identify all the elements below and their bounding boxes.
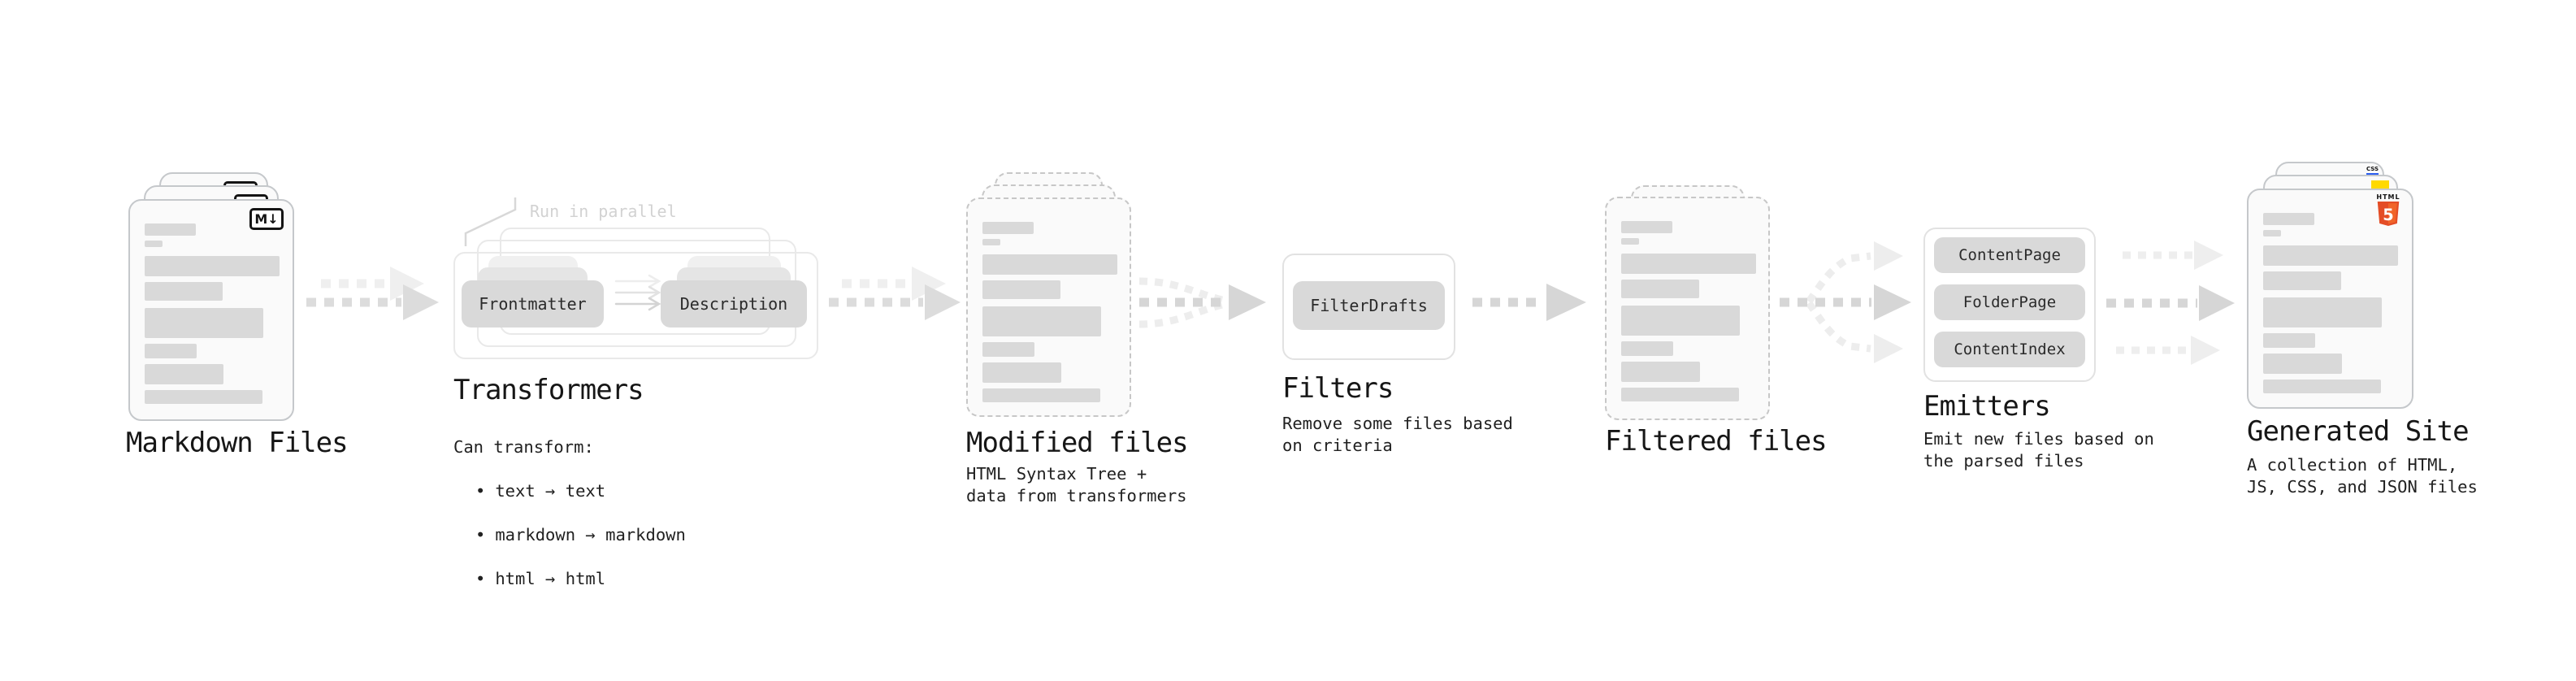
html-doc-front: HTML 5 xyxy=(2247,189,2413,409)
doc-bar xyxy=(1621,238,1639,245)
doc-bar xyxy=(982,222,1034,234)
contentpage-box: ContentPage xyxy=(1934,237,2085,273)
bullet-icon: • xyxy=(475,525,486,544)
frontmatter-box: Frontmatter xyxy=(462,280,604,327)
doc-bar xyxy=(2263,297,2382,327)
arrow-modified-to-filters xyxy=(1138,277,1266,328)
arrow-filters-to-filtered xyxy=(1472,284,1586,321)
html5-shield: 5 xyxy=(2377,202,2400,226)
doc-content-placeholder xyxy=(145,223,283,404)
doc-bar xyxy=(145,390,262,404)
bullet-text: text → text xyxy=(495,481,606,501)
arrow-emitters-to-site xyxy=(2106,241,2235,365)
arrow-markdown-to-transformers xyxy=(306,267,439,320)
doc-bar xyxy=(145,344,197,358)
doc-bar xyxy=(145,241,163,247)
css-icon: CSS xyxy=(2366,166,2379,176)
arrow-filtered-to-emitters xyxy=(1780,241,1911,363)
markdown-files-title: Markdown Files xyxy=(126,427,349,459)
doc-bar xyxy=(1621,341,1673,356)
transformers-title: Transformers xyxy=(453,374,644,406)
doc-bar xyxy=(2263,245,2398,266)
doc-bar xyxy=(1621,306,1740,336)
transform-bullet: • html → html xyxy=(453,568,686,590)
doc-bar xyxy=(1621,388,1739,401)
doc-bar xyxy=(1621,362,1700,382)
markdown-icon: M↓ xyxy=(249,208,284,230)
doc-bar xyxy=(145,256,280,276)
doc-content-placeholder xyxy=(982,222,1121,402)
folderpage-box: FolderPage xyxy=(1934,284,2085,320)
filters-title: Filters xyxy=(1282,372,1394,405)
doc-bar xyxy=(982,254,1117,275)
svg-text:5: 5 xyxy=(2383,206,2393,224)
emitters-description: Emit new files based on the parsed files xyxy=(1923,429,2154,471)
doc-bar xyxy=(145,364,223,384)
doc-bar xyxy=(982,306,1101,336)
doc-bar xyxy=(145,308,263,338)
filters-description: Remove some files based on criteria xyxy=(1282,414,1513,455)
doc-bar xyxy=(1621,280,1699,298)
doc-bar xyxy=(145,223,196,236)
doc-content-placeholder xyxy=(2263,213,2401,393)
transform-bullet: • markdown → markdown xyxy=(453,524,686,546)
transformers-description: Can transform: • text → text • markdown → … xyxy=(453,414,686,612)
doc-bar xyxy=(982,388,1100,402)
doc-bar xyxy=(982,239,1000,245)
markdown-doc-front: M↓ xyxy=(128,199,294,421)
html5-icon: HTML 5 xyxy=(2374,193,2402,230)
doc-bar xyxy=(1621,254,1756,274)
doc-content-placeholder xyxy=(1621,221,1759,401)
contentindex-box: ContentIndex xyxy=(1934,332,2085,367)
filtered-files-title: Filtered files xyxy=(1605,425,1828,458)
doc-bar xyxy=(2263,354,2342,374)
transformer-card-front xyxy=(453,252,818,359)
doc-bar xyxy=(982,362,1061,383)
run-in-parallel-note: Run in parallel xyxy=(530,202,677,221)
bullet-text: html → html xyxy=(495,569,606,588)
doc-bar xyxy=(2263,213,2314,225)
bullet-icon: • xyxy=(475,481,486,501)
doc-bar xyxy=(982,342,1034,357)
description-box: Description xyxy=(661,280,807,327)
doc-bar xyxy=(2263,380,2381,393)
bullet-text: markdown → markdown xyxy=(495,525,686,544)
emitters-title: Emitters xyxy=(1923,390,2051,423)
bullet-icon: • xyxy=(475,569,486,588)
doc-bar xyxy=(145,282,223,301)
html5-word: HTML xyxy=(2376,193,2400,201)
modified-files-description: HTML Syntax Tree + data from transformer… xyxy=(966,464,1187,505)
doc-bar xyxy=(1621,221,1672,233)
filtered-doc-front xyxy=(1605,197,1770,420)
doc-bar xyxy=(2263,271,2341,290)
filterdrafts-box: FilterDrafts xyxy=(1293,281,1445,330)
generated-site-description: A collection of HTML, JS, CSS, and JSON … xyxy=(2247,455,2478,497)
doc-bar xyxy=(2263,230,2281,236)
generated-site-title: Generated Site xyxy=(2247,415,2470,448)
modified-files-title: Modified files xyxy=(966,427,1189,459)
doc-bar xyxy=(982,280,1060,299)
modified-doc-front xyxy=(966,197,1131,417)
can-transform-label: Can transform: xyxy=(453,437,594,457)
transform-bullet: • text → text xyxy=(453,480,686,502)
arrow-transformers-to-modified xyxy=(829,267,961,320)
doc-bar xyxy=(2263,333,2315,348)
